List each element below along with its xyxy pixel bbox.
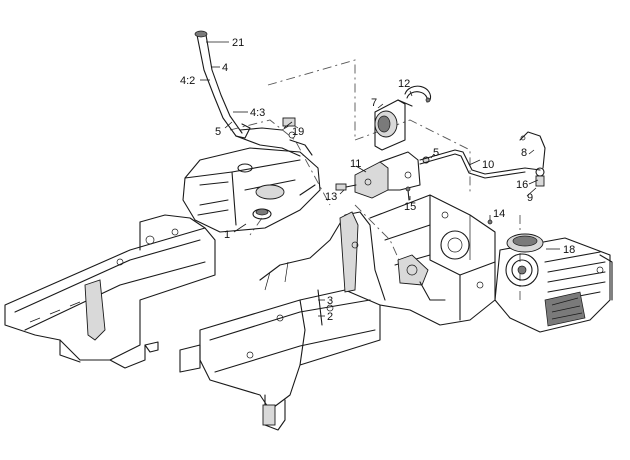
evap-canister — [374, 99, 413, 151]
callout-3: 3 — [327, 295, 333, 307]
callout-1: 1 — [224, 229, 230, 241]
chassis-frame-right — [369, 194, 496, 326]
callout-5-lower: 5 — [433, 147, 439, 159]
callout-7: 7 — [371, 97, 377, 109]
fuel-tank — [182, 147, 321, 233]
callout-21: 21 — [232, 37, 244, 49]
screw-15 — [405, 186, 411, 201]
filler-neck-hose — [194, 30, 313, 157]
leader-lines — [200, 41, 560, 317]
chassis-frame-center — [179, 211, 386, 431]
bolt-13 — [335, 183, 357, 191]
callout-2: 2 — [327, 311, 333, 323]
fastener-14 — [487, 219, 493, 225]
callout-8: 8 — [521, 147, 527, 159]
callout-16: 16 — [516, 179, 528, 191]
callout-13: 13 — [325, 191, 337, 203]
callout-12: 12 — [398, 78, 410, 90]
callout-9: 9 — [527, 192, 533, 204]
mounting-bracket — [354, 151, 421, 199]
callout-4-2: 4:2 — [180, 75, 195, 87]
callout-5-upper: 5 — [215, 126, 221, 138]
callout-10: 10 — [482, 159, 494, 171]
hose-fitting — [535, 175, 545, 187]
callout-19: 19 — [292, 126, 304, 138]
callout-14: 14 — [493, 208, 505, 220]
callout-4-3: 4:3 — [250, 107, 265, 119]
engine-assembly — [494, 233, 613, 333]
canister-strap — [404, 85, 432, 103]
vent-hose — [419, 131, 546, 179]
callout-15: 15 — [404, 201, 416, 213]
callout-labels: 21 4 4:2 4:3 5 19 1 12 7 11 13 5 15 10 8… — [180, 37, 575, 323]
callout-4: 4 — [222, 62, 228, 74]
callout-11: 11 — [350, 158, 361, 170]
callout-18: 18 — [563, 244, 575, 256]
chassis-frame-left — [4, 214, 216, 369]
